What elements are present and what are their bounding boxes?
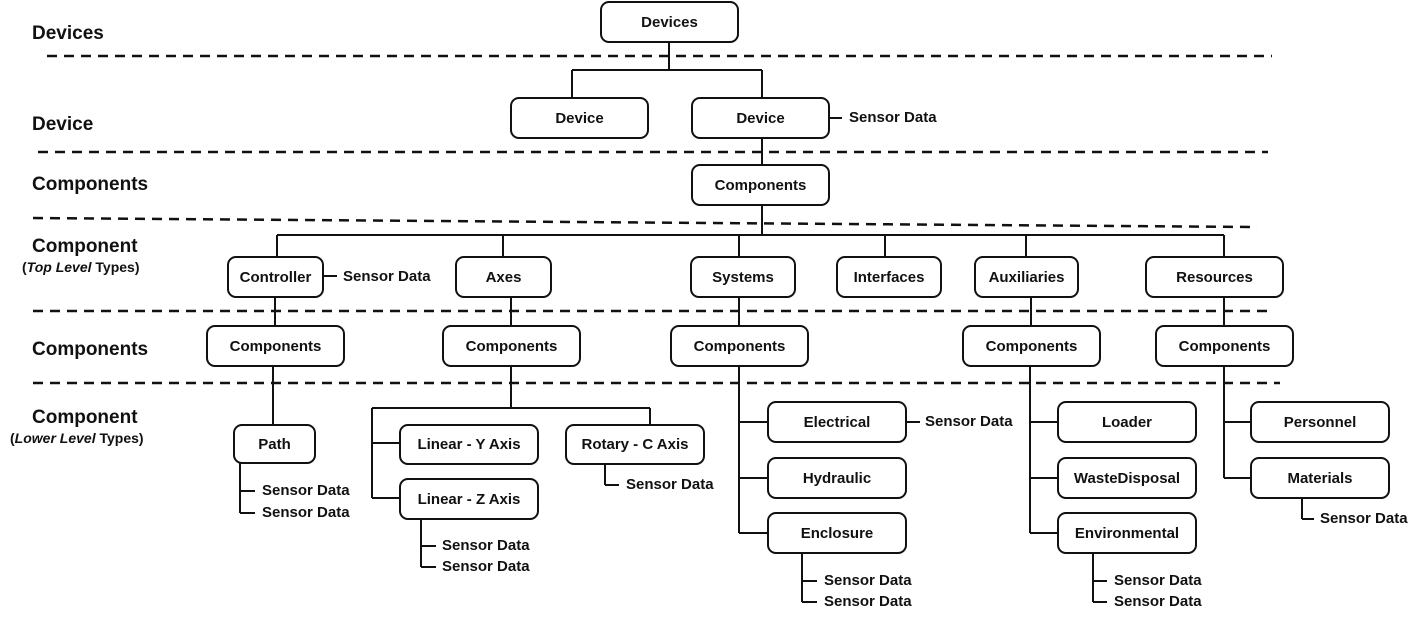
node-resources-components: Components — [1155, 325, 1294, 367]
sensor-data-enclosure-1: Sensor Data — [824, 572, 912, 589]
sensor-data-environmental-1: Sensor Data — [1114, 572, 1202, 589]
sensor-data-enclosure-2: Sensor Data — [824, 593, 912, 610]
level-label-component-lower: Component (Lower Level Types) — [10, 407, 144, 447]
node-loader: Loader — [1057, 401, 1197, 443]
sensor-data-materials: Sensor Data — [1320, 510, 1408, 527]
node-controller-components: Components — [206, 325, 345, 367]
sensor-data-linear-z-1: Sensor Data — [442, 537, 530, 554]
sensor-data-environmental-2: Sensor Data — [1114, 593, 1202, 610]
level-label-component-top-subtitle: (Top Level Types) — [22, 259, 140, 275]
node-environmental: Environmental — [1057, 512, 1197, 554]
node-controller: Controller — [227, 256, 324, 298]
node-devices: Devices — [600, 1, 739, 43]
sensor-data-device: Sensor Data — [849, 109, 937, 126]
sensor-data-path-1: Sensor Data — [262, 482, 350, 499]
node-hydraulic: Hydraulic — [767, 457, 907, 499]
node-systems-components: Components — [670, 325, 809, 367]
node-axes-components: Components — [442, 325, 581, 367]
level-separators — [32, 54, 1280, 385]
level-label-component-top-title: Component — [32, 236, 138, 257]
node-auxiliaries-components: Components — [962, 325, 1101, 367]
level-label-components: Components — [32, 174, 149, 195]
node-components-root: Components — [691, 164, 830, 206]
node-interfaces: Interfaces — [836, 256, 942, 298]
node-electrical: Electrical — [767, 401, 907, 443]
sensor-data-electrical: Sensor Data — [925, 413, 1013, 430]
node-linear-z-axis: Linear - Z Axis — [399, 478, 539, 520]
node-device-1: Device — [510, 97, 649, 139]
level-label-component-lower-title: Component — [32, 407, 138, 428]
level-label-component-lower-subtitle: (Lower Level Types) — [10, 430, 144, 446]
node-linear-y-axis: Linear - Y Axis — [399, 424, 539, 465]
node-auxiliaries: Auxiliaries — [974, 256, 1079, 298]
node-device-2: Device — [691, 97, 830, 139]
node-materials: Materials — [1250, 457, 1390, 499]
sensor-data-linear-z-2: Sensor Data — [442, 558, 530, 575]
node-rotary-c-axis: Rotary - C Axis — [565, 424, 705, 465]
tree-connectors — [239, 42, 1314, 603]
node-enclosure: Enclosure — [767, 512, 907, 554]
node-personnel: Personnel — [1250, 401, 1390, 443]
sensor-data-controller: Sensor Data — [343, 268, 431, 285]
node-systems: Systems — [690, 256, 796, 298]
sensor-data-rotary-c: Sensor Data — [626, 476, 714, 493]
node-axes: Axes — [455, 256, 552, 298]
sensor-data-path-2: Sensor Data — [262, 504, 350, 521]
level-label-component-top: Component (Top Level Types) — [22, 236, 139, 276]
node-resources: Resources — [1145, 256, 1284, 298]
level-label-device: Device — [32, 114, 94, 135]
level-label-components-2: Components — [32, 339, 149, 360]
node-waste-disposal: WasteDisposal — [1057, 457, 1197, 499]
level-label-devices: Devices — [32, 23, 104, 44]
node-path: Path — [233, 424, 316, 464]
